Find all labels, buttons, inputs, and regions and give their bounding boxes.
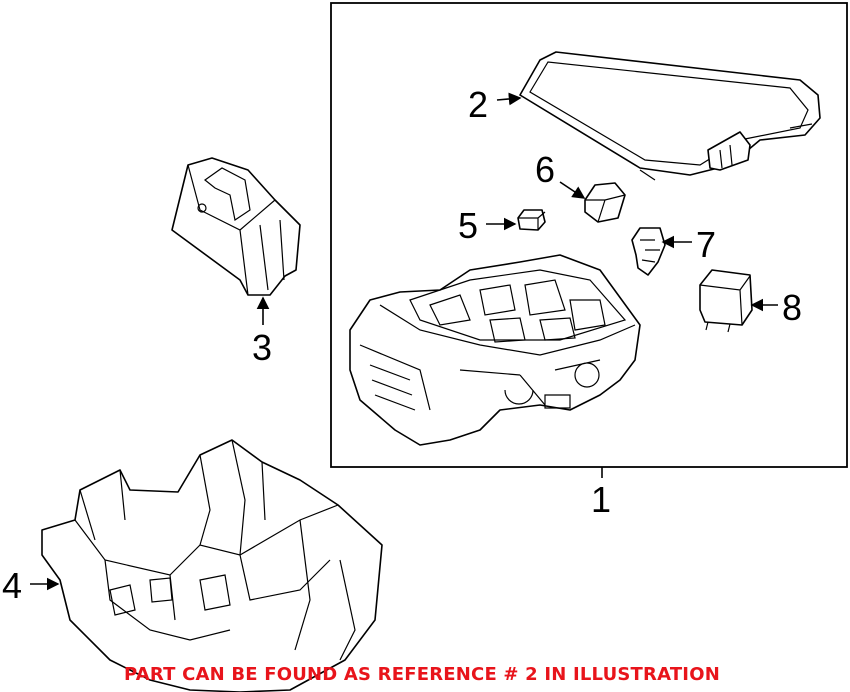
- callout-6: 6: [535, 149, 555, 190]
- part-8-relay: [699, 269, 753, 333]
- callout-4: 4: [2, 565, 22, 606]
- part-4-bracket: [41, 439, 383, 692]
- reference-note: PART CAN BE FOUND AS REFERENCE # 2 IN IL…: [124, 664, 720, 685]
- leader-arrow-6: [559, 181, 586, 199]
- leader-arrow-2: [496, 92, 522, 106]
- assembly-frame: [330, 2, 848, 468]
- callout-3: 3: [252, 327, 272, 368]
- part-2-fuse-box-cover: [519, 51, 821, 181]
- part-6-relay: [584, 182, 626, 223]
- callout-1: 1: [591, 479, 611, 520]
- callout-8: 8: [782, 287, 802, 328]
- callout-2: 2: [468, 84, 488, 125]
- callout-5: 5: [458, 205, 478, 246]
- part-7-fuse: [631, 227, 666, 276]
- part-3-cover: [171, 157, 301, 296]
- callout-7: 7: [696, 224, 716, 265]
- part-5-fuse: [517, 209, 546, 231]
- part-1-fuse-block: [349, 254, 641, 446]
